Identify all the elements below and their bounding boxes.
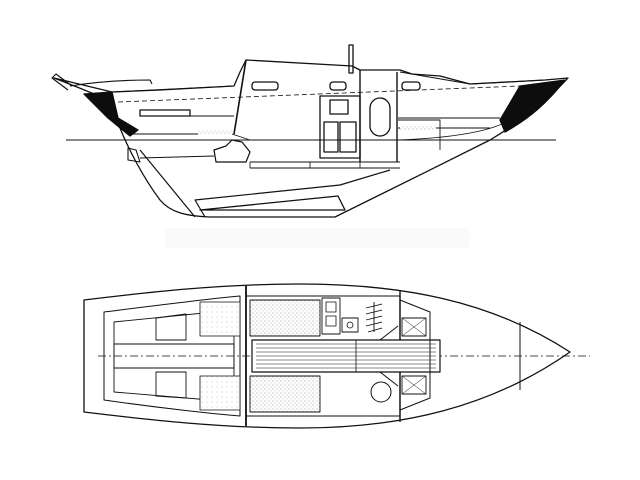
quarter-berth-stbd (199, 375, 241, 411)
quarter-berth-port (199, 301, 241, 337)
keel (139, 149, 391, 218)
bulkhead-aft (233, 59, 247, 135)
galley-drawer (325, 315, 337, 327)
cabin-sole-dash (117, 85, 521, 103)
port-3 (401, 81, 421, 91)
engine (213, 139, 251, 163)
hull-outline (53, 59, 569, 218)
head-hatch (369, 97, 391, 137)
cockpit-floor (113, 343, 235, 369)
galley-counter (321, 297, 341, 335)
head-toilet (370, 381, 392, 403)
galley-module (319, 95, 361, 159)
bunk-shading (198, 125, 436, 135)
vberth-outline (399, 299, 431, 411)
table-planks (256, 343, 436, 369)
plan-view (83, 283, 590, 429)
stove (329, 99, 349, 115)
stove-top (325, 301, 337, 313)
profile-view (51, 44, 569, 218)
watermark (165, 228, 470, 248)
cockpit-seat-1 (155, 313, 187, 341)
table-leaves (379, 325, 399, 387)
sheer-line (111, 71, 546, 93)
prop-shaft (139, 155, 215, 159)
plan-deck-outline (83, 283, 571, 429)
vberth-bulkhead (398, 119, 441, 150)
cockpit-coaming (103, 295, 241, 417)
stern-locker-fill (83, 91, 139, 137)
settee-line (132, 133, 251, 141)
cockpit-seat-2 (155, 371, 187, 399)
mast-step (346, 339, 357, 373)
stern-rail (69, 79, 153, 87)
settee-stbd (249, 375, 321, 413)
forward-hull-line (397, 119, 511, 141)
sink (341, 317, 359, 333)
galley-door-1 (323, 121, 339, 153)
hanging-locker-rack (365, 302, 383, 333)
bulkhead-main (359, 70, 398, 162)
cabin-sole (250, 161, 400, 169)
sink-drain (346, 321, 354, 329)
shelf (139, 109, 191, 117)
galley-door-2 (339, 121, 357, 153)
port-1 (251, 81, 279, 91)
keel-fin (199, 195, 346, 211)
sole-frames (249, 162, 361, 168)
rudder-fitting (127, 147, 141, 163)
port-2 (329, 81, 347, 91)
settee-port (249, 299, 321, 337)
vberth-cross (401, 317, 427, 395)
bow-locker-fill (499, 79, 566, 133)
mast-stub (348, 44, 354, 74)
